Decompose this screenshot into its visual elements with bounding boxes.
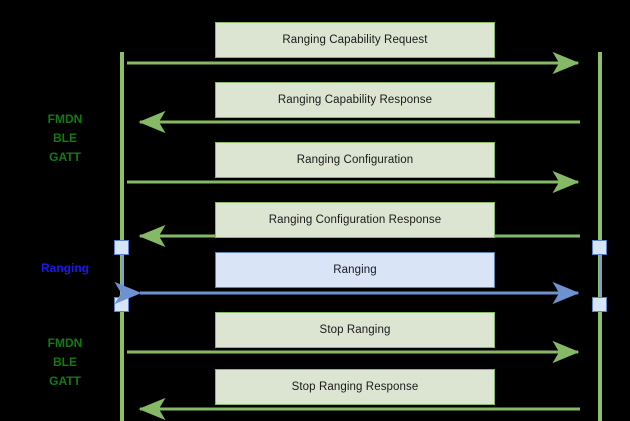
- message-box-stop-ranging-response[interactable]: Stop Ranging Response: [215, 369, 495, 405]
- message-label: Stop Ranging: [319, 324, 391, 336]
- message-label: Ranging Capability Response: [277, 94, 433, 106]
- message-box-ranging-configuration-response[interactable]: Ranging Configuration Response: [215, 202, 495, 238]
- activation-bar-left: [120, 247, 124, 305]
- message-box-ranging-configuration[interactable]: Ranging Configuration: [215, 142, 495, 178]
- phase-label-ranging: Ranging: [41, 261, 89, 275]
- activation-node-right-top[interactable]: [592, 240, 607, 255]
- message-label: Ranging: [333, 264, 377, 276]
- phase-label-fmdn-ble-gatt-top: FMDN BLE GATT: [47, 112, 83, 164]
- message-box-ranging-capability-request[interactable]: Ranging Capability Request: [215, 22, 495, 58]
- activation-node-right-bottom[interactable]: [592, 297, 607, 312]
- activation-node-left-bottom[interactable]: [114, 297, 129, 312]
- phase-label-fmdn-ble-gatt-bottom: FMDN BLE GATT: [47, 336, 83, 388]
- message-label: Ranging Configuration: [296, 154, 414, 166]
- message-box-ranging-capability-response[interactable]: Ranging Capability Response: [215, 82, 495, 118]
- message-label: Ranging Configuration Response: [268, 214, 442, 226]
- message-label: Stop Ranging Response: [291, 381, 419, 393]
- message-box-ranging[interactable]: Ranging: [215, 252, 495, 288]
- message-box-stop-ranging[interactable]: Stop Ranging: [215, 312, 495, 348]
- message-label: Ranging Capability Request: [282, 34, 428, 46]
- left-lifeline: [120, 52, 124, 421]
- activation-node-left-top[interactable]: [114, 240, 129, 255]
- right-lifeline: [598, 52, 602, 421]
- activation-bar-right: [598, 247, 602, 305]
